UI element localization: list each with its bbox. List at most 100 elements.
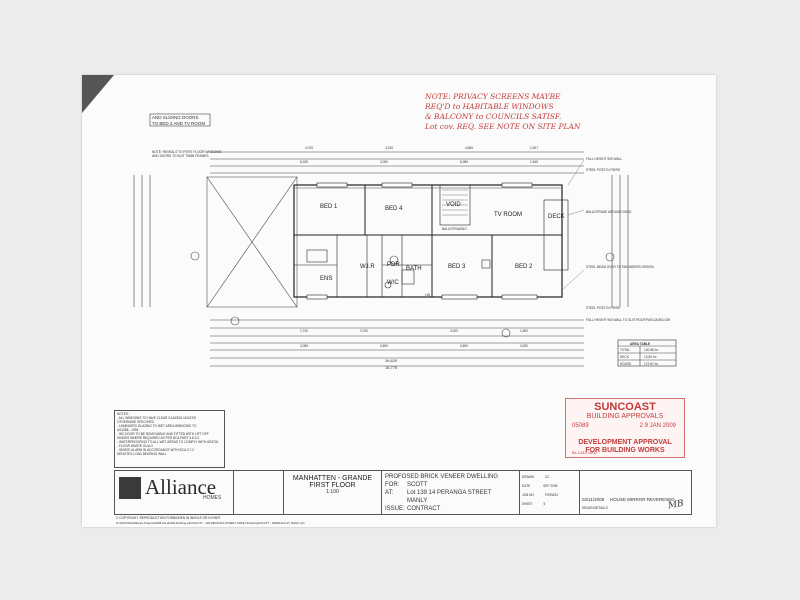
dim-mid-2: 3,050 bbox=[380, 160, 388, 164]
stamp-subtitle: BUILDING APPROVALS bbox=[586, 413, 664, 420]
room-wir: W.I.R bbox=[360, 264, 375, 270]
sheet-label: SHEET bbox=[522, 502, 533, 506]
header-note-line1: AND SLIDING DOORS bbox=[152, 115, 199, 120]
right-note-3: BALUSTRADE AROUND DECK bbox=[586, 210, 632, 214]
proposed-line: PROFOSED BRICK VENEER DWELLING bbox=[385, 474, 499, 480]
header-note: AND SLIDING DOORS TO BED 2 AND TV ROOM bbox=[152, 115, 205, 127]
handwritten-line4: Lot cov. REQ. SEE NOTE ON SITE PLAN bbox=[425, 122, 581, 131]
stamp-approval: DEVELOPMENT APPROVAL FOR BUILDING WORKS bbox=[566, 439, 684, 455]
dim-bottom1-4: 1,500 bbox=[520, 329, 528, 333]
room-tv: TV ROOM bbox=[494, 212, 522, 218]
dim-mid-3: 6,085 bbox=[460, 160, 468, 164]
room-bath: BATH bbox=[406, 266, 422, 272]
dim-top-4: 1,007 bbox=[530, 146, 538, 150]
header-note-line2: TO BED 2 AND TV ROOM bbox=[152, 121, 206, 126]
notes-line: - ALL WINDOWS TO HAVE CLEAR GLAZING UNLE… bbox=[117, 416, 196, 420]
dim-bottom1-1: 2,730 bbox=[300, 329, 308, 333]
drawing-meta: DRAWN CC DATE SEP 2008 JOB NO FOSW24 SHE… bbox=[519, 471, 579, 514]
dim-mid-4: 1,545 bbox=[530, 160, 538, 164]
company-details bbox=[233, 471, 283, 514]
at-value: Lot 139 14 PERANGA STREET bbox=[407, 490, 492, 496]
area-table-title: AREA TABLE bbox=[630, 342, 651, 346]
room-deck: DECK bbox=[548, 214, 565, 220]
room-ens: ENS bbox=[320, 276, 333, 282]
company-logo: Alliance HOMES bbox=[115, 471, 233, 514]
revision-sub: ISSUE/DETAILS bbox=[582, 506, 608, 510]
area-row-deck-label: DECK bbox=[620, 355, 629, 359]
dim-bottom2-2: 3,600 bbox=[380, 344, 388, 348]
handwritten-line3: & BALCONY to COUNCILS SATISF. bbox=[425, 112, 562, 121]
revision-date: 02/11/2008 bbox=[582, 497, 605, 502]
footer-path: G:\HOUSING\Alliance Projects\2008 ALLIAN… bbox=[116, 521, 305, 525]
room-pdr: PDR bbox=[387, 262, 400, 268]
notes-line: - WATERPROOFING TO ALL WET AREAS TO COMP… bbox=[117, 440, 219, 444]
at-label: AT: bbox=[385, 490, 394, 496]
room-wc: W/C bbox=[387, 280, 399, 286]
area-row-deck-value: 13.50 m² bbox=[644, 355, 657, 359]
notes-box: NOTES: - ALL WINDOWS TO HAVE CLEAR GLAZI… bbox=[114, 410, 225, 468]
page-curl bbox=[82, 75, 114, 113]
project-details: PROFOSED BRICK VENEER DWELLING FOR:SCOTT… bbox=[381, 471, 519, 514]
notes-line: DENOTES LOAD BEARING WALL bbox=[117, 452, 167, 456]
stamp-number: 05089 bbox=[572, 423, 589, 429]
drawn-label: DRAWN bbox=[522, 475, 534, 479]
dim-bottom1-2: 3,700 bbox=[360, 329, 368, 333]
stamp-footer: Bs 1243 1500 bbox=[572, 450, 597, 455]
dim-top-3: 4,655 bbox=[465, 146, 473, 150]
company-name: Alliance bbox=[145, 475, 217, 499]
approval-stamp: SUNCOAST BUILDING APPROVALS 05089 2 9 JA… bbox=[565, 398, 685, 458]
floor-plan-drawing bbox=[133, 113, 677, 367]
job-label: JOB NO bbox=[522, 493, 534, 497]
stamp-line1: DEVELOPMENT APPROVAL bbox=[578, 439, 672, 446]
plan-sheet: FIRST FLOOR bbox=[309, 482, 356, 489]
copyright-line: © COPYRIGHT. REPRODUCTION FORBIDDEN IN W… bbox=[116, 516, 221, 520]
title-block: Alliance HOMES MANHATTEN - GRANDE FIRST … bbox=[114, 470, 692, 515]
issue-value: CONTRACT bbox=[407, 506, 441, 512]
at-suburb: MANLY bbox=[407, 498, 428, 504]
dim-bottom2-3: 3,600 bbox=[460, 344, 468, 348]
revision-text: HOUSE MIRROR REVERESED bbox=[610, 497, 675, 502]
notes-line: - SMOKE ALARM IN ACCORDANCE WITH BCA 3.7… bbox=[117, 448, 194, 452]
handwritten-line2: REQ'D to HABITABLE WINDOWS bbox=[425, 102, 554, 111]
company-sub: HOMES bbox=[203, 495, 222, 501]
reveal-note-line1: NOTE: REVEALS TO FIRST FLOOR WINDOWS bbox=[152, 150, 222, 154]
plan-title-cell: MANHATTEN - GRANDE FIRST FLOOR 1:100 bbox=[283, 471, 381, 514]
reveal-note-line2: AND DOORS TO SUIT 70MM FRAMES bbox=[152, 154, 209, 158]
plan-name: MANHATTEN - GRANDE bbox=[292, 475, 373, 482]
plan-scale: 1:100 bbox=[326, 489, 339, 495]
notes-line: AS1288 - 1994 bbox=[117, 428, 139, 432]
dim-top-2: 3,230 bbox=[385, 146, 393, 150]
issue-label: ISSUE: bbox=[385, 506, 405, 512]
handwritten-line1: NOTE: PRIVACY SCREENS MAYBE bbox=[425, 92, 561, 101]
date-value: SEP 2008 bbox=[543, 484, 558, 488]
notes-line: - WC DOOR TO BE REMOVABLE AND FITTED WIT… bbox=[117, 432, 209, 436]
right-note-6: FULL HEIGHT 900 WALL TO SUIT ROOF/FASCIA… bbox=[586, 318, 670, 322]
revision-cell: 02/11/2008 HOUSE MIRROR REVERESED ISSUE/… bbox=[579, 471, 693, 514]
area-row-house-value: 172.87 m² bbox=[644, 362, 659, 366]
stamp-title: SUNCOAST bbox=[594, 401, 656, 413]
room-bed3: BED 3 bbox=[448, 264, 466, 270]
area-row-total-label: TOTAL bbox=[620, 348, 630, 352]
label-balustrading: BALUSTRADING bbox=[442, 227, 467, 231]
for-value: SCOTT bbox=[407, 482, 428, 488]
dim-top-1: 4,700 bbox=[305, 146, 313, 150]
stamp-line2: FOR BUILDING WORKS bbox=[585, 447, 665, 454]
stamp-date: 2 9 JAN 2009 bbox=[639, 423, 676, 429]
alliance-logo-icon bbox=[119, 477, 141, 499]
room-bed1: BED 1 bbox=[320, 204, 338, 210]
notes-line: NOTES: bbox=[117, 412, 129, 416]
reveal-note: NOTE: REVEALS TO FIRST FLOOR WINDOWS AND… bbox=[152, 150, 221, 158]
drawn-value: CC bbox=[544, 475, 550, 479]
dim-overall: 16,620 bbox=[385, 358, 398, 363]
notes-line: HINGES WHERE REQUIRED AS PER BCA PART 3.… bbox=[117, 436, 200, 440]
dim-bottom2-4: 3,000 bbox=[520, 344, 528, 348]
room-bed2: BED 2 bbox=[515, 264, 533, 270]
notes-line: - LAMINATED GLAZING TO WET AREA WINDOWS … bbox=[117, 424, 197, 428]
handwritten-note: NOTE: PRIVACY SCREENS MAYBE REQ'D to HAB… bbox=[425, 92, 581, 132]
dim-mid-1: 6,025 bbox=[300, 160, 308, 164]
room-bed4: BED 4 bbox=[385, 206, 403, 212]
dim-overall2: 16,775 bbox=[385, 365, 398, 370]
right-note-4: STEEL BEAM OVER TO ENGINEERS DESIGN bbox=[586, 265, 654, 269]
date-label: DATE bbox=[522, 484, 531, 488]
right-note-5: STEEL POST IN PIERS bbox=[586, 306, 621, 310]
